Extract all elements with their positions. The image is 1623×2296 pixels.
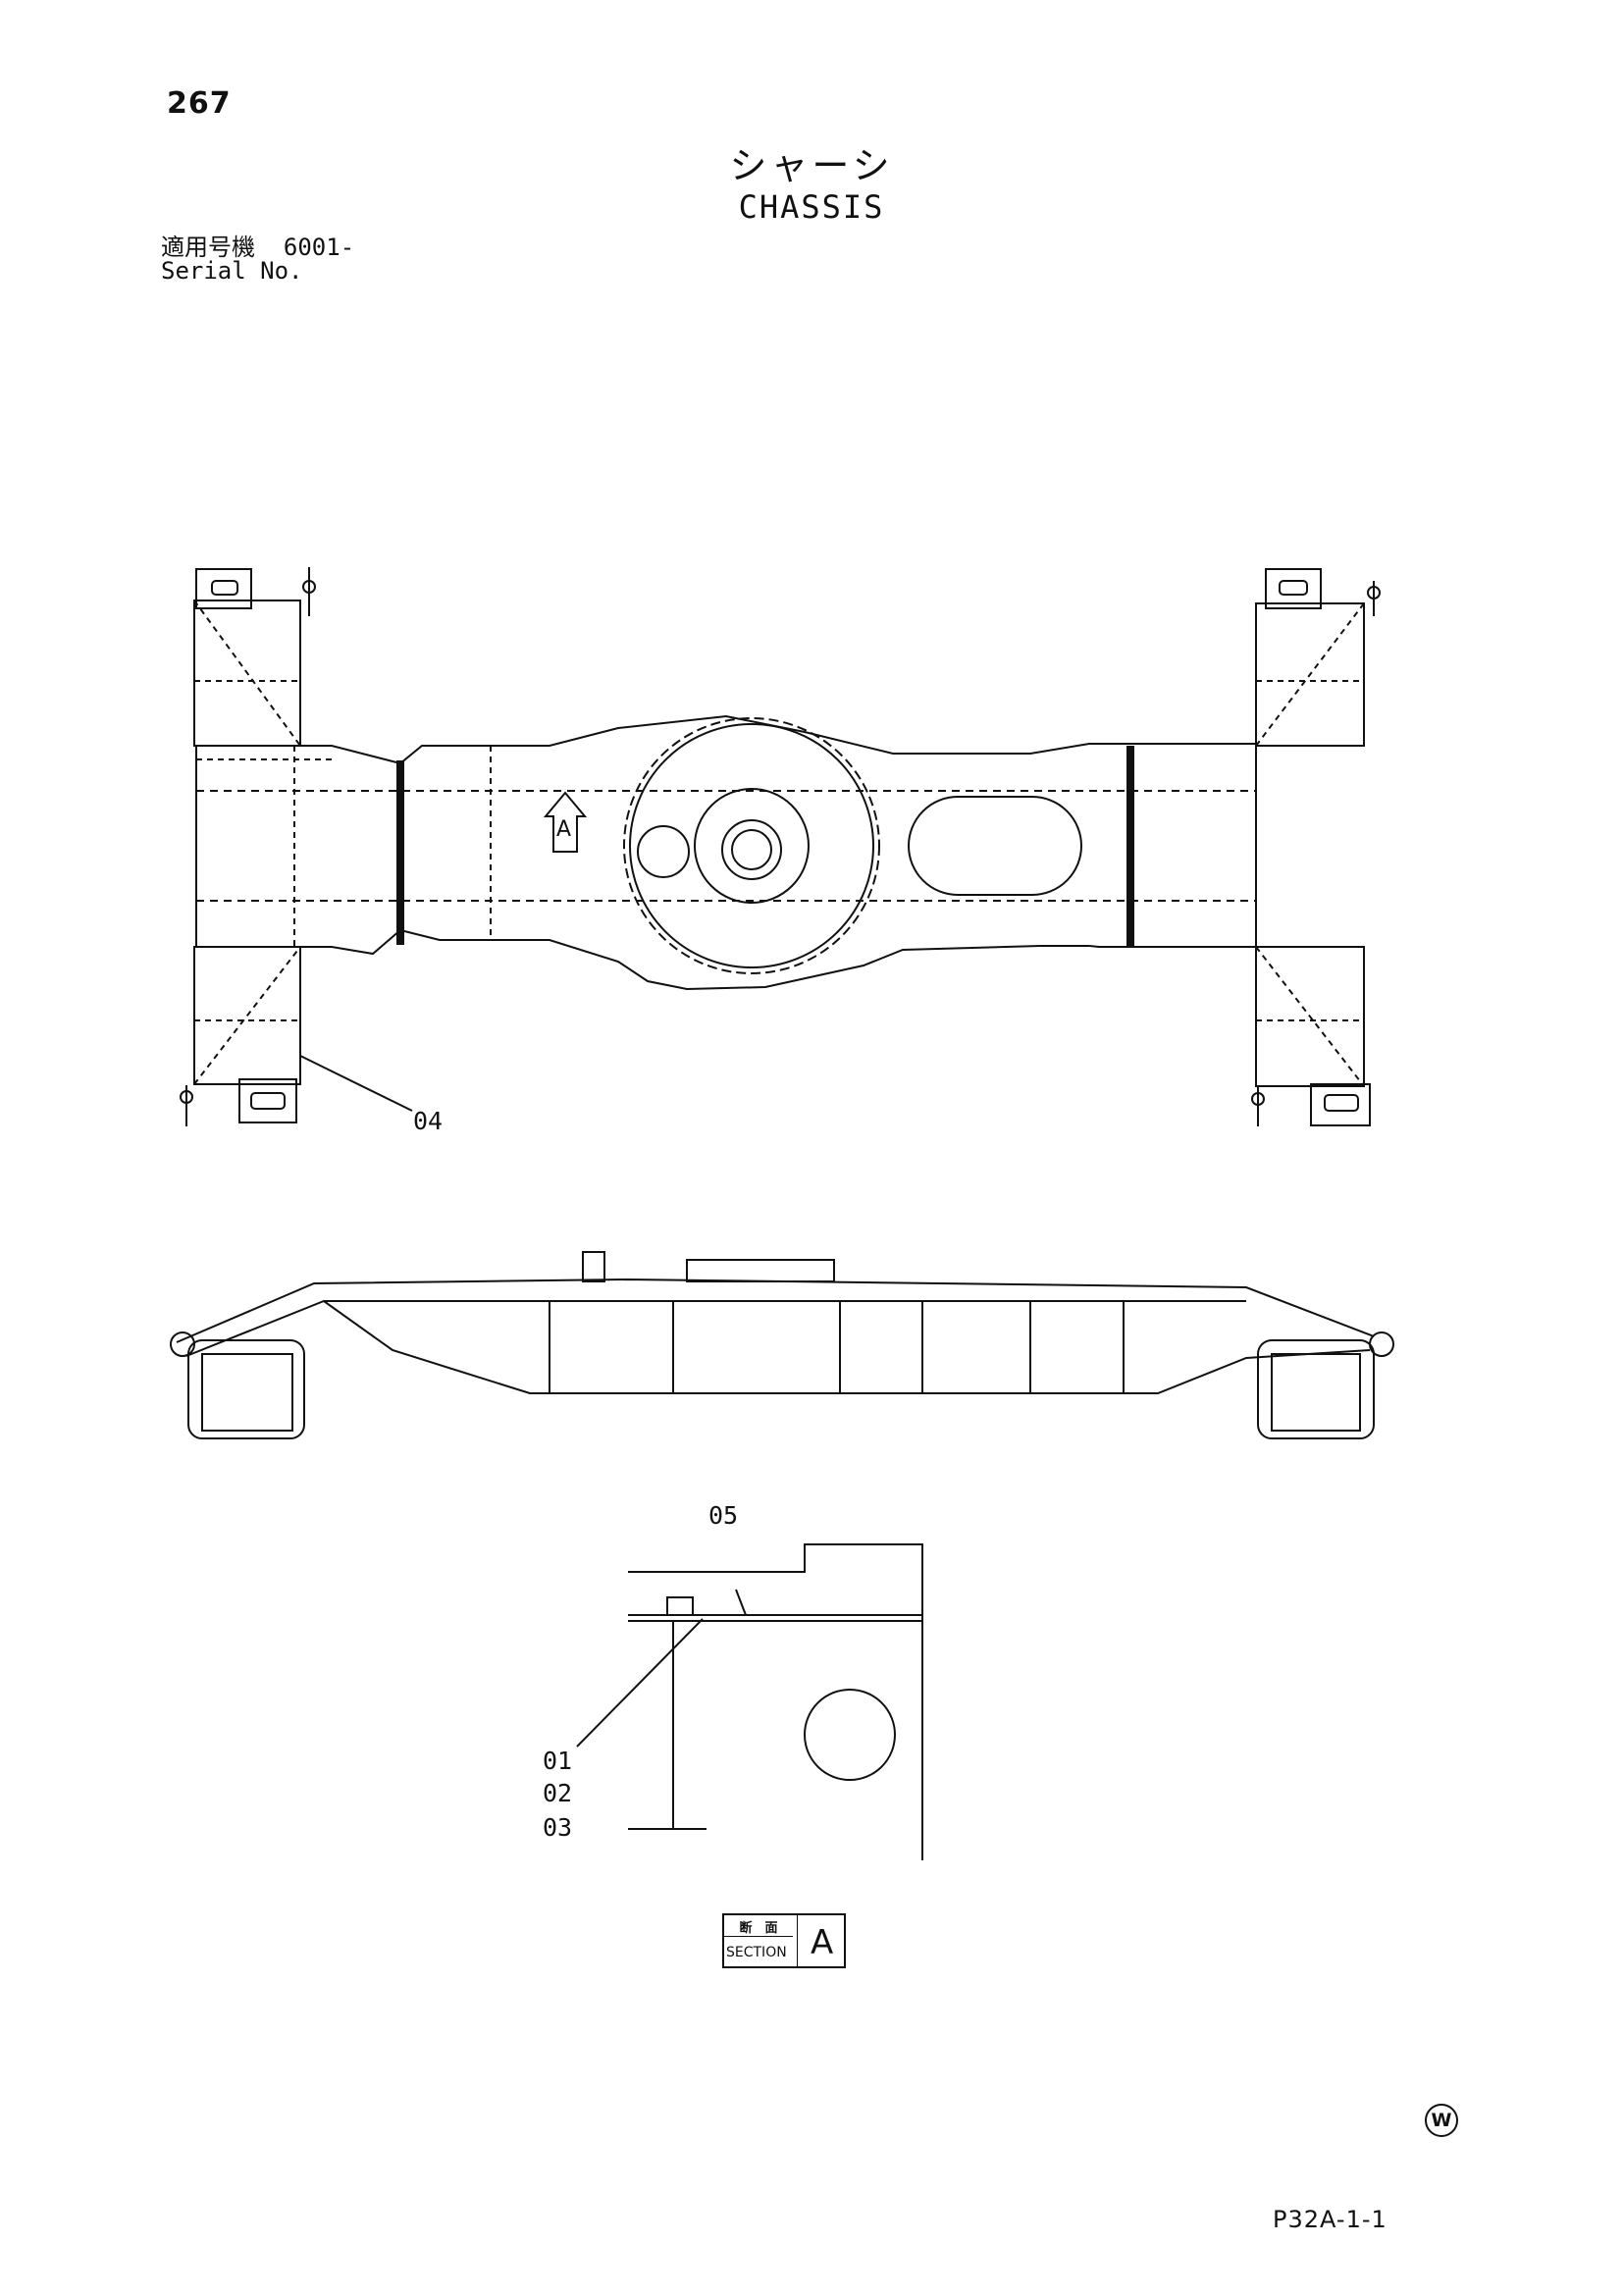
chassis-body-outline — [195, 714, 1257, 991]
callout-part-05: 05 — [708, 1501, 739, 1530]
callout-part-01: 01 — [543, 1747, 573, 1775]
chassis-side-view — [170, 1251, 1394, 1439]
document-code: P32A-1-1 — [1273, 2206, 1387, 2233]
w-circle-mark: W — [1425, 2104, 1458, 2137]
section-letter: A — [811, 1923, 834, 1962]
serial-label-japanese: 適用号機 — [161, 234, 255, 261]
view-a-arrow — [543, 791, 588, 853]
oval-cutout — [908, 796, 1082, 896]
page-title-english: CHASSIS — [738, 188, 885, 226]
callout-part-03: 03 — [543, 1813, 573, 1842]
section-label-japanese: 断 面 — [724, 1917, 793, 1937]
serial-number-block: 適用号機 6001- Serial No. — [161, 235, 354, 283]
section-label-english: SECTION — [726, 1945, 787, 1960]
right-side-frame — [1251, 568, 1381, 1126]
section-a-tag: 断 面 SECTION A — [722, 1913, 846, 1968]
callout-part-04: 04 — [413, 1107, 444, 1135]
section-tag-divider — [797, 1915, 798, 1966]
section-a-detail — [576, 1543, 923, 1860]
chassis-top-view: A — [180, 567, 1381, 1126]
view-a-label: A — [556, 817, 571, 842]
serial-value: 6001- — [283, 234, 355, 261]
page-title-japanese: シャーシ — [729, 144, 894, 187]
turntable-ring — [623, 717, 880, 974]
callout-part-02: 02 — [543, 1779, 573, 1807]
serial-label-english: Serial No. — [161, 257, 303, 285]
page-number: 267 — [167, 86, 232, 121]
